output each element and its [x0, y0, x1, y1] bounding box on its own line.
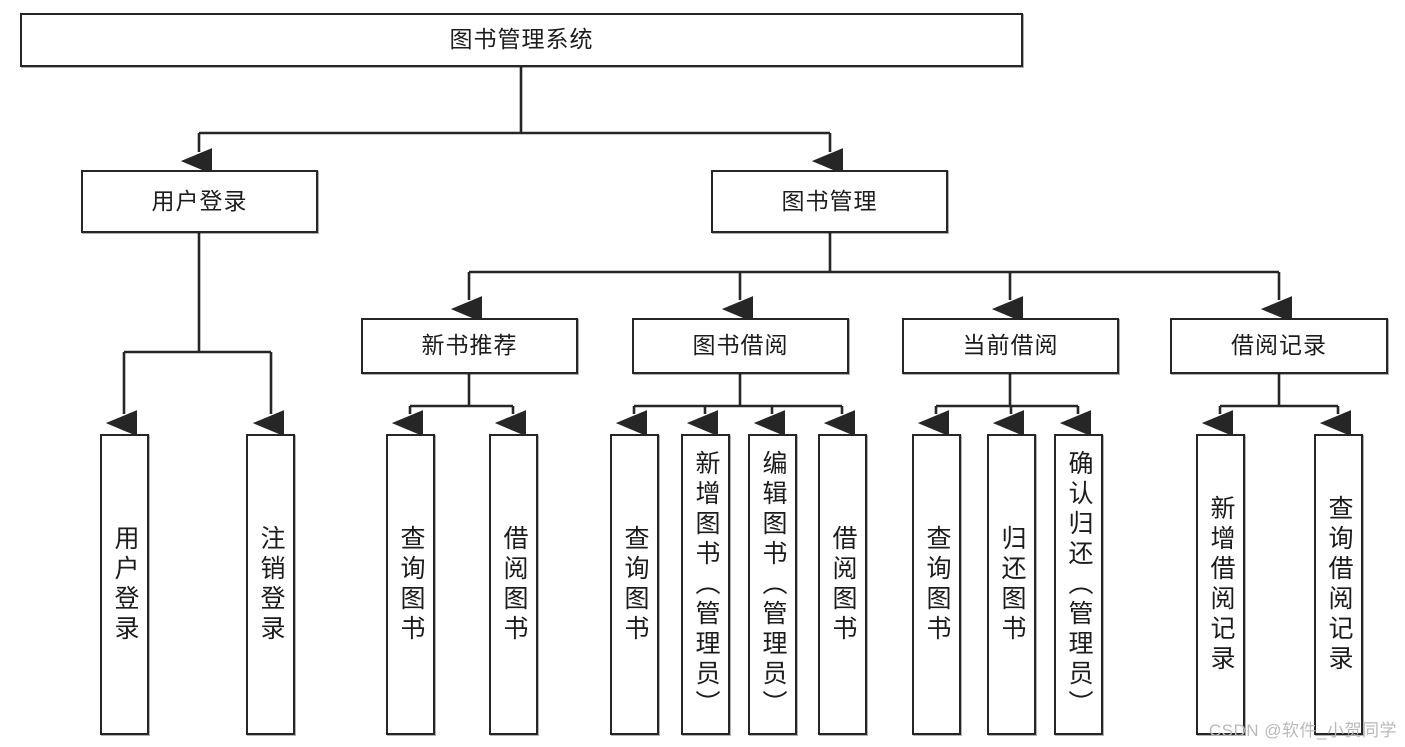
leaf-query-book-recommend[interactable]: 查询图书: [386, 434, 435, 735]
node-user-login[interactable]: 用户登录: [81, 170, 318, 233]
node-new-book-recommend[interactable]: 新书推荐: [361, 318, 578, 374]
leaf-user-login-label: 用户登录: [111, 524, 139, 645]
edges-newbook-to-leaves: [391, 374, 526, 437]
leaf-query-book-current[interactable]: 查询图书: [912, 434, 961, 735]
edges-root-to-level2: [180, 67, 843, 175]
leaf-add-book-admin[interactable]: 新增图书（管理员）: [681, 434, 730, 735]
leaf-return-book-label: 归还图书: [998, 524, 1026, 645]
edges-bookmgmt-to-level3: [450, 233, 1292, 323]
leaf-query-borrow-record[interactable]: 查询借阅记录: [1314, 434, 1363, 735]
leaf-borrow-book-label: 借阅图书: [829, 524, 857, 645]
node-current-borrow-label: 当前借阅: [962, 332, 1059, 359]
node-book-management-label: 图书管理: [781, 187, 878, 214]
leaf-confirm-return-admin-label: 确认归还（管理员）: [1065, 449, 1093, 720]
leaf-query-borrow-record-label: 查询借阅记录: [1325, 494, 1353, 675]
node-root-label: 图书管理系统: [449, 26, 594, 53]
leaf-logout-label: 注销登录: [257, 524, 285, 645]
leaf-logout[interactable]: 注销登录: [246, 434, 295, 735]
node-book-management[interactable]: 图书管理: [711, 170, 948, 233]
leaf-return-book[interactable]: 归还图书: [987, 434, 1036, 735]
leaf-edit-book-admin-label: 编辑图书（管理员）: [759, 449, 787, 720]
node-book-borrow-label: 图书借阅: [692, 332, 789, 359]
leaf-query-book-borrow[interactable]: 查询图书: [610, 434, 659, 735]
leaf-query-book-recommend-label: 查询图书: [397, 524, 425, 645]
leaf-user-login[interactable]: 用户登录: [100, 434, 149, 735]
leaf-borrow-book-recommend[interactable]: 借阅图书: [489, 434, 538, 735]
leaf-add-borrow-record[interactable]: 新增借阅记录: [1196, 434, 1245, 735]
node-borrow-records-label: 借阅记录: [1231, 332, 1327, 359]
leaf-borrow-book-recommend-label: 借阅图书: [500, 524, 528, 645]
leaf-confirm-return-admin[interactable]: 确认归还（管理员）: [1054, 434, 1103, 735]
leaf-add-book-admin-label: 新增图书（管理员）: [692, 449, 720, 720]
edges-userlogin-to-leaves: [105, 233, 284, 437]
leaf-query-book-current-label: 查询图书: [923, 524, 951, 645]
edges-borrow-to-leaves: [615, 374, 855, 437]
edges-records-to-leaves: [1201, 374, 1351, 437]
leaf-query-book-borrow-label: 查询图书: [621, 524, 649, 645]
node-borrow-records[interactable]: 借阅记录: [1170, 318, 1388, 374]
node-root[interactable]: 图书管理系统: [20, 13, 1023, 67]
node-current-borrow[interactable]: 当前借阅: [902, 318, 1119, 374]
edges-current-to-leaves: [917, 374, 1091, 437]
node-book-borrow[interactable]: 图书借阅: [632, 318, 849, 374]
leaf-edit-book-admin[interactable]: 编辑图书（管理员）: [748, 434, 797, 735]
leaf-borrow-book[interactable]: 借阅图书: [818, 434, 867, 735]
node-new-book-recommend-label: 新书推荐: [421, 332, 518, 359]
node-user-login-label: 用户登录: [151, 187, 248, 214]
leaf-add-borrow-record-label: 新增借阅记录: [1207, 494, 1235, 675]
